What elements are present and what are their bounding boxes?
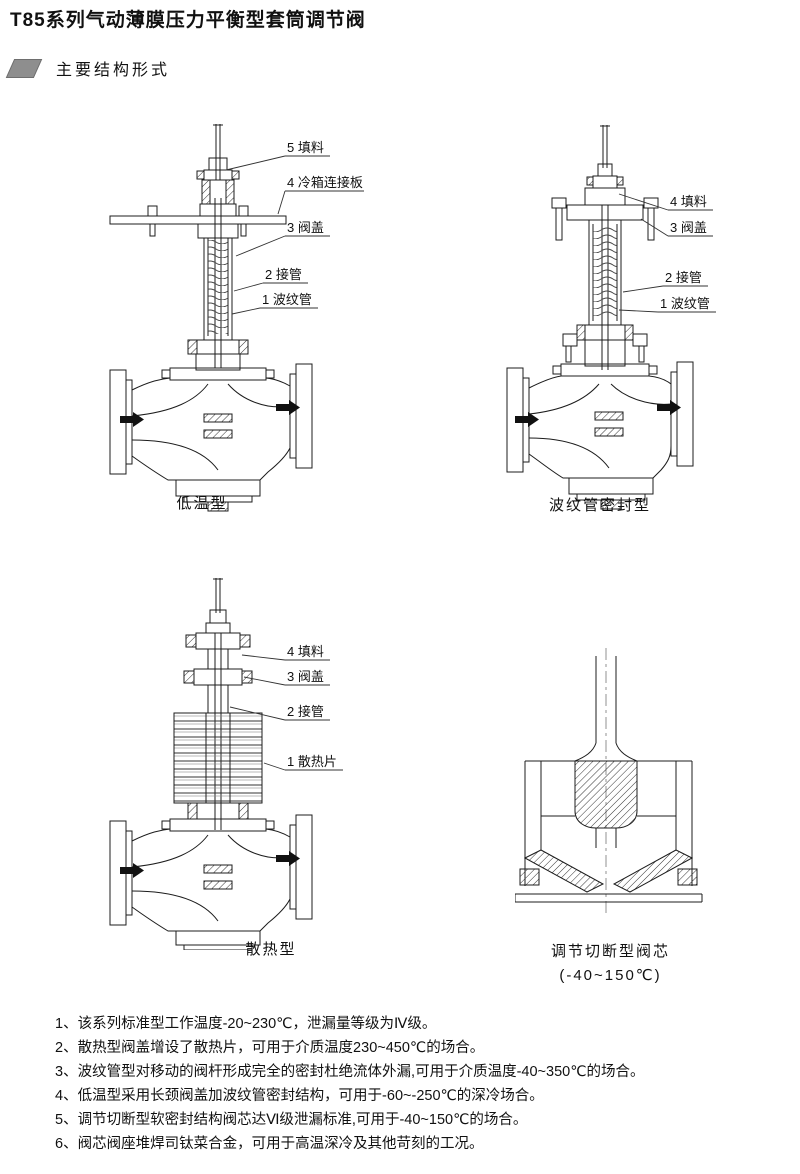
- part-label-text: 1 波纹管: [262, 292, 312, 307]
- note-line-4: 4、低温型采用长颈阀盖加波纹管密封结构，可用于-60~-250℃的深冷场合。: [55, 1088, 544, 1104]
- packing-assembly: [196, 157, 240, 205]
- bellows-neck: [562, 220, 648, 367]
- note-line-2: 2、散热型阀盖增设了散热片，可用于介质温度230~450℃的场合。: [55, 1040, 485, 1056]
- part-labels: 4 填料 3 阀盖 2 接管 1 散热片: [229, 644, 343, 771]
- part-label-text: 1 波纹管: [660, 296, 710, 311]
- part-label-text: 4 冷箱连接板: [287, 175, 363, 190]
- part-label-text: 4 填料: [670, 194, 707, 209]
- part-label-text: 3 阀盖: [670, 220, 707, 235]
- section-header: 主要结构形式: [5, 56, 171, 80]
- part-label-text: 3 阀盖: [287, 669, 324, 684]
- base-plate: [515, 893, 703, 903]
- part-labels: 5 填料 4 冷箱连接板 3 阀盖 2 接管 1 波纹管: [225, 140, 364, 315]
- caption-low-temperature: 低温型: [176, 495, 228, 512]
- diagram-heat-dissipation-valve: 4 填料 3 阀盖 2 接管 1 散热片: [109, 578, 343, 950]
- section-marker-icon: [5, 58, 43, 78]
- diagram-low-temperature-valve: 5 填料 4 冷箱连接板 3 阀盖 2 接管 1 波纹管: [109, 124, 364, 512]
- caption-valve-core: 调节切断型阀芯: [550, 943, 670, 960]
- packing-assembly: [205, 609, 231, 634]
- part-label-text: 4 填料: [287, 644, 324, 659]
- valve-body: [109, 363, 313, 512]
- flow-arrows: [515, 400, 681, 427]
- diagram-valve-core: [515, 648, 703, 916]
- part-label-text: 3 阀盖: [287, 220, 324, 235]
- caption-bellows-sealed: 波纹管密封型: [548, 497, 651, 514]
- plug-core: [574, 760, 638, 848]
- part-label-text: 2 接管: [265, 267, 302, 282]
- flow-arrows: [120, 400, 300, 427]
- bonnet-flange: [551, 197, 659, 241]
- part-label-text: 5 填料: [287, 140, 324, 155]
- note-line-6: 6、阀芯阀座堆焊司钛菜合金，可用于高温深冷及其他苛刻的工况。: [55, 1136, 484, 1152]
- cold-box-plate: [109, 203, 287, 237]
- part-label-text: 2 接管: [665, 270, 702, 285]
- valve-body: [109, 814, 313, 950]
- flow-arrows: [120, 851, 300, 878]
- seat-section: [519, 849, 698, 893]
- notes-list: 1、该系列标准型工作温度-20~230℃，泄漏量等级为Ⅳ级。 2、散热型阀盖增设…: [55, 1012, 790, 1156]
- note-line-5: 5、调节切断型软密封结构阀芯达Ⅵ级泄漏标准,可用于-40~150℃的场合。: [55, 1112, 528, 1128]
- cage-body: [524, 760, 693, 886]
- caption-heat-dissipation: 散热型: [245, 941, 297, 958]
- valve-body: [506, 361, 694, 510]
- part-label-text: 1 散热片: [287, 754, 337, 769]
- packing-assembly: [584, 163, 626, 206]
- page-title: T85系列气动薄膜压力平衡型套筒调节阀: [10, 10, 366, 31]
- diagram-bellows-sealed-valve: 4 填料 3 阀盖 2 接管 1 波纹管: [506, 125, 716, 510]
- bonnet-flanges: [183, 632, 253, 713]
- note-line-3: 3、波纹管型对移动的阀杆形成完全的密封杜绝流体外漏,可用于介质温度-40~350…: [55, 1064, 645, 1080]
- section-title: 主要结构形式: [56, 62, 171, 79]
- part-labels: 4 填料 3 阀盖 2 接管 1 波纹管: [618, 193, 716, 313]
- note-line-1: 1、该系列标准型工作温度-20~230℃，泄漏量等级为Ⅳ级。: [55, 1016, 437, 1032]
- heat-fins: [173, 712, 263, 820]
- plug-stem: [574, 656, 638, 762]
- caption-valve-core-temp-range: (-40~150℃): [559, 967, 662, 984]
- part-label-text: 2 接管: [287, 704, 324, 719]
- bonnet-neck: [187, 223, 249, 371]
